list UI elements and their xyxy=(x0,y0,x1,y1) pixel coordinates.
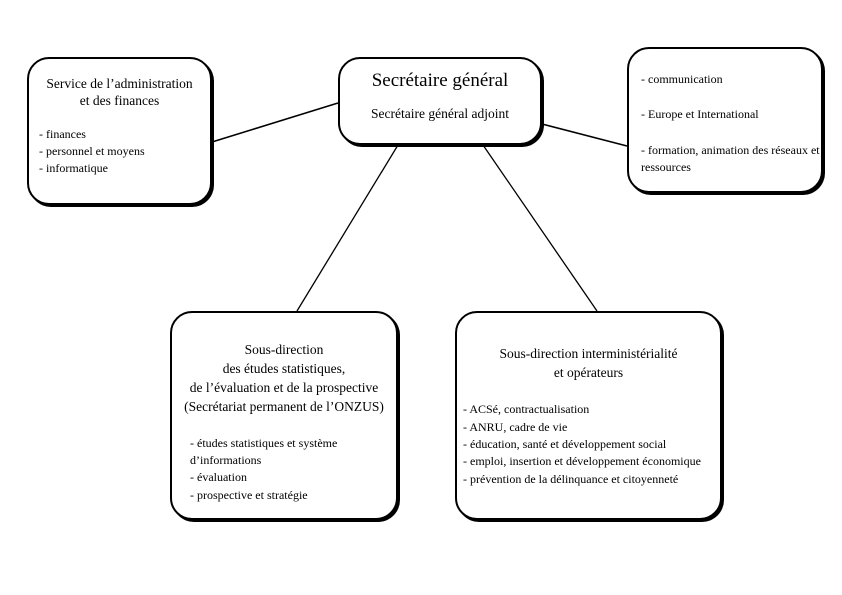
node-service-administration-finances[interactable]: Service de l’administration et des finan… xyxy=(27,57,212,205)
list-item: - prospective et stratégie xyxy=(190,487,308,502)
list-item: - formation, animation des réseaux et re… xyxy=(641,142,820,175)
list-item: - études statistiques et système d’infor… xyxy=(190,435,338,468)
node-administration-title-line1: Service de l’administration xyxy=(46,76,193,91)
list-item: - personnel et moyens xyxy=(39,143,145,158)
node-interministerialite-list: - ACSé, contractualisation - ANRU, cadre… xyxy=(463,401,720,488)
connector-secretaire-general-to-etudes xyxy=(296,144,399,312)
list-item: - communication xyxy=(641,72,723,86)
node-secretaire-general[interactable]: Secrétaire général Secrétaire général ad… xyxy=(338,57,542,145)
node-interministerialite-title-line2: et opérateurs xyxy=(553,365,624,381)
list-item: - finances xyxy=(39,126,86,141)
node-etudes-title: Sous-direction des études statistiques, … xyxy=(178,340,390,417)
node-etudes-title-line2: des études statistiques, xyxy=(222,361,346,377)
node-secretaire-general-subtitle: Secrétaire général adjoint xyxy=(371,105,509,121)
list-item: - informatique xyxy=(39,161,108,176)
list-item: - emploi, insertion et développement éco… xyxy=(463,454,701,469)
node-etudes-list: - études statistiques et système d’infor… xyxy=(190,435,396,505)
node-transversal-list: - communication - Europe et Internationa… xyxy=(641,71,821,177)
connector-secretaire-general-to-transversal xyxy=(541,123,628,147)
list-item: - éducation, santé et développement soci… xyxy=(463,437,667,452)
list-item: - évaluation xyxy=(190,470,247,485)
connector-secretaire-general-to-interministerialite xyxy=(482,144,598,312)
node-sous-direction-etudes-statistiques[interactable]: Sous-direction des études statistiques, … xyxy=(170,311,398,520)
node-interministerialite-title-line1: Sous-direction interministérialité xyxy=(499,346,678,361)
node-etudes-title-line3: de l’évaluation et de la prospective xyxy=(189,380,379,396)
node-etudes-title-line1: Sous-direction xyxy=(244,342,324,357)
node-missions-transversales[interactable]: - communication - Europe et Internationa… xyxy=(627,47,823,193)
node-administration-title: Service de l’administration et des finan… xyxy=(37,75,202,110)
list-item: - prévention de la délinquance et citoye… xyxy=(463,471,679,486)
node-interministerialite-title: Sous-direction interministérialité et op… xyxy=(465,344,712,382)
list-item: - ACSé, contractualisation xyxy=(463,402,590,417)
node-etudes-title-line4: (Secrétariat permanent de l’ONZUS) xyxy=(184,399,384,415)
list-item: - ANRU, cadre de vie xyxy=(463,419,568,434)
node-administration-list: - finances - personnel et moyens - infor… xyxy=(39,126,210,178)
list-item: - Europe et International xyxy=(641,107,759,122)
node-secretaire-general-title: Secrétaire général xyxy=(371,70,509,91)
node-sous-direction-interministerialite-operateurs[interactable]: Sous-direction interministérialité et op… xyxy=(455,311,722,520)
connector-secretaire-general-to-administration xyxy=(211,102,339,143)
node-administration-title-line2: et des finances xyxy=(79,93,160,109)
